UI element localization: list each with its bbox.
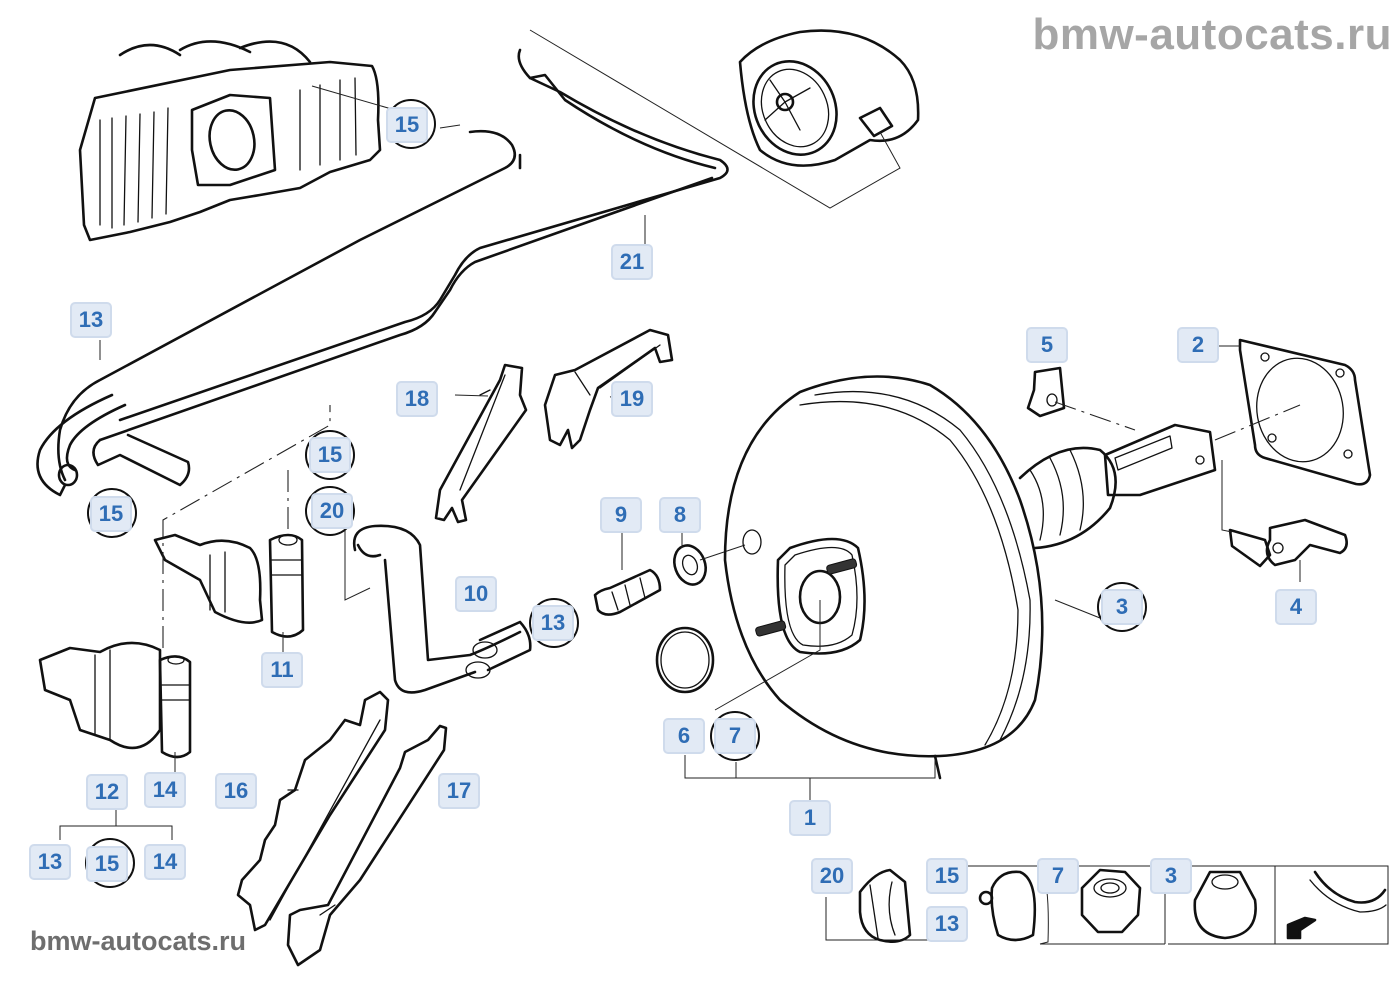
callout-part-15[interactable]: 15 (86, 846, 128, 882)
legend-callout-7[interactable]: 7 (1037, 858, 1079, 894)
callout-part-20[interactable]: 20 (311, 493, 353, 529)
callout-part-9[interactable]: 9 (600, 497, 642, 533)
clevis-pin-4 (1221, 460, 1348, 582)
bracket-18 (434, 363, 528, 524)
check-valve-9 (593, 530, 662, 616)
watermark-top: bmw-autocats.ru (1032, 10, 1392, 59)
legend-callout-13[interactable]: 13 (926, 906, 968, 942)
callout-part-11[interactable]: 11 (261, 652, 303, 688)
bracket-16 (236, 690, 390, 932)
callout-part-15[interactable]: 15 (309, 437, 351, 473)
clip-5 (1026, 366, 1136, 431)
legend-callout-20[interactable]: 20 (811, 858, 853, 894)
callout-part-13[interactable]: 13 (532, 605, 574, 641)
callout-part-2[interactable]: 2 (1177, 327, 1219, 363)
callout-part-14[interactable]: 14 (144, 772, 186, 808)
callout-part-15[interactable]: 15 (90, 496, 132, 532)
bracket-17 (286, 724, 448, 967)
vacuum-line-21 (57, 48, 729, 482)
intake-manifold-drawing (78, 40, 396, 242)
callout-part-13[interactable]: 13 (29, 844, 71, 880)
o-ring-6 (655, 626, 715, 694)
o-ring-6-inner (660, 631, 710, 689)
callout-part-4[interactable]: 4 (1275, 589, 1317, 625)
callout-part-6[interactable]: 6 (663, 718, 705, 754)
legend-callout-3[interactable]: 3 (1150, 858, 1192, 894)
callout-part-5[interactable]: 5 (1026, 327, 1068, 363)
callout-part-3[interactable]: 3 (1101, 589, 1143, 625)
callout-part-18[interactable]: 18 (396, 381, 438, 417)
check-valve-12 (38, 641, 192, 840)
gasket-2 (1214, 338, 1372, 486)
vacuum-hose-13 (36, 340, 191, 497)
vacuum-pump-drawing (529, 29, 920, 209)
callout-part-10[interactable]: 10 (455, 576, 497, 612)
callout-part-14[interactable]: 14 (144, 844, 186, 880)
legend-callout-15[interactable]: 15 (926, 858, 968, 894)
callout-part-15[interactable]: 15 (386, 107, 428, 143)
callout-part-13[interactable]: 13 (70, 302, 112, 338)
callout-part-12[interactable]: 12 (86, 774, 128, 810)
grommet-8 (673, 530, 746, 586)
check-valve-11 (153, 405, 331, 648)
vacuum-hose-10 (344, 524, 532, 694)
callout-part-8[interactable]: 8 (659, 497, 701, 533)
vehicle-location-arrow-icon (1284, 866, 1384, 944)
watermark-bottom: bmw-autocats.ru (30, 926, 247, 956)
callout-part-1[interactable]: 1 (789, 800, 831, 836)
callout-part-17[interactable]: 17 (438, 773, 480, 809)
brake-booster-3 (723, 375, 1217, 780)
callout-part-21[interactable]: 21 (611, 244, 653, 280)
callout-part-19[interactable]: 19 (611, 381, 653, 417)
callout-part-16[interactable]: 16 (215, 773, 257, 809)
callout-part-7[interactable]: 7 (714, 718, 756, 754)
